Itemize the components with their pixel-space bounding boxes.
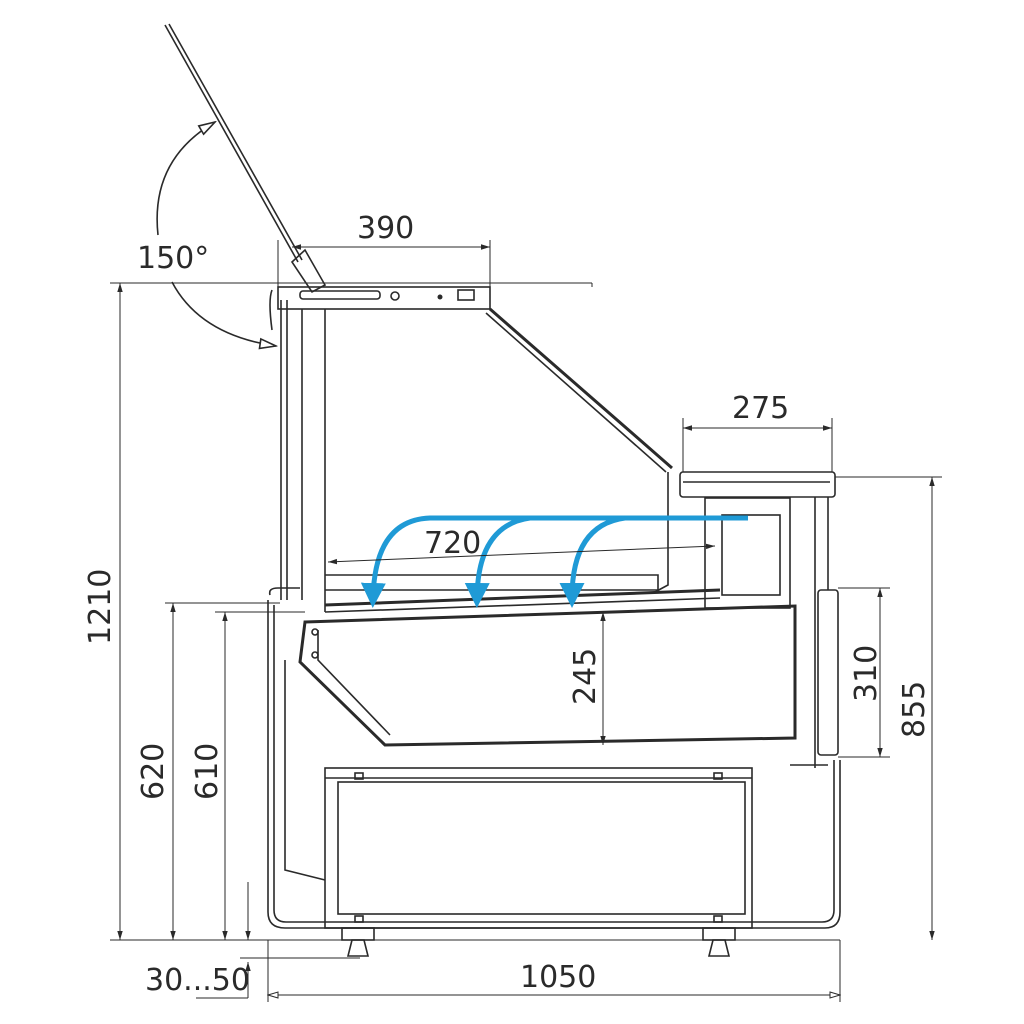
dim-rear-height: 855: [897, 681, 932, 738]
dim-total-height: 1210: [83, 569, 118, 645]
airflow-arrows: [360, 515, 748, 608]
cabinet-body: [267, 587, 841, 929]
glass-lid: [164, 23, 327, 294]
adjustable-feet: [341, 927, 736, 957]
lid-angle-arc: [156, 122, 276, 346]
dim-counter-height: 610: [190, 743, 225, 800]
dimension-lines: [110, 240, 942, 1002]
dim-leg-adjust: 30...50: [145, 963, 250, 998]
dim-front-height: 620: [136, 743, 171, 800]
dim-total-depth: 1050: [520, 960, 596, 995]
dim-rear-shelf: 275: [732, 391, 789, 426]
dim-rear-panel: 310: [849, 645, 884, 702]
display-superstructure: [110, 282, 836, 612]
dim-lid-angle: 150°: [137, 241, 209, 276]
dim-display-depth: 720: [424, 526, 481, 561]
evaporator-unit: [704, 497, 839, 768]
dim-tub-depth: 245: [568, 648, 603, 705]
dim-top-depth: 390: [357, 211, 414, 246]
display-shelf: [324, 574, 721, 613]
refrigerated-tub: [298, 604, 797, 747]
